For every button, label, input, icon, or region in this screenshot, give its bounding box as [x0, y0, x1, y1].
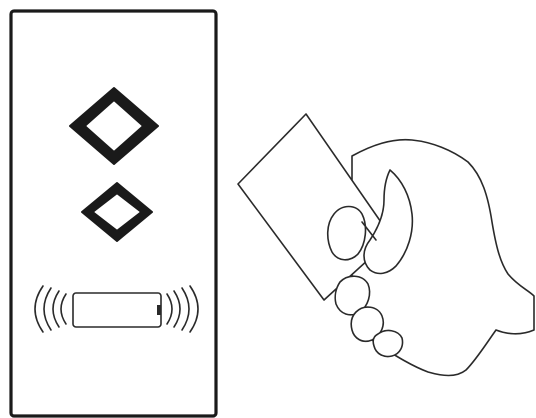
diamond-small-icon	[81, 182, 153, 242]
reader-housing	[9, 9, 218, 418]
hand-with-card	[237, 113, 535, 377]
card-reader-device	[9, 9, 218, 418]
wave-right-icon	[166, 285, 199, 333]
index-finger	[326, 205, 367, 261]
little-finger	[372, 329, 404, 358]
diamond-large-icon	[69, 87, 159, 165]
rfid-reader-pad-icon	[72, 292, 162, 328]
ring-finger	[350, 306, 385, 343]
wave-left-icon	[34, 285, 67, 333]
card-edge-detail	[361, 221, 377, 241]
thumb	[363, 169, 414, 275]
